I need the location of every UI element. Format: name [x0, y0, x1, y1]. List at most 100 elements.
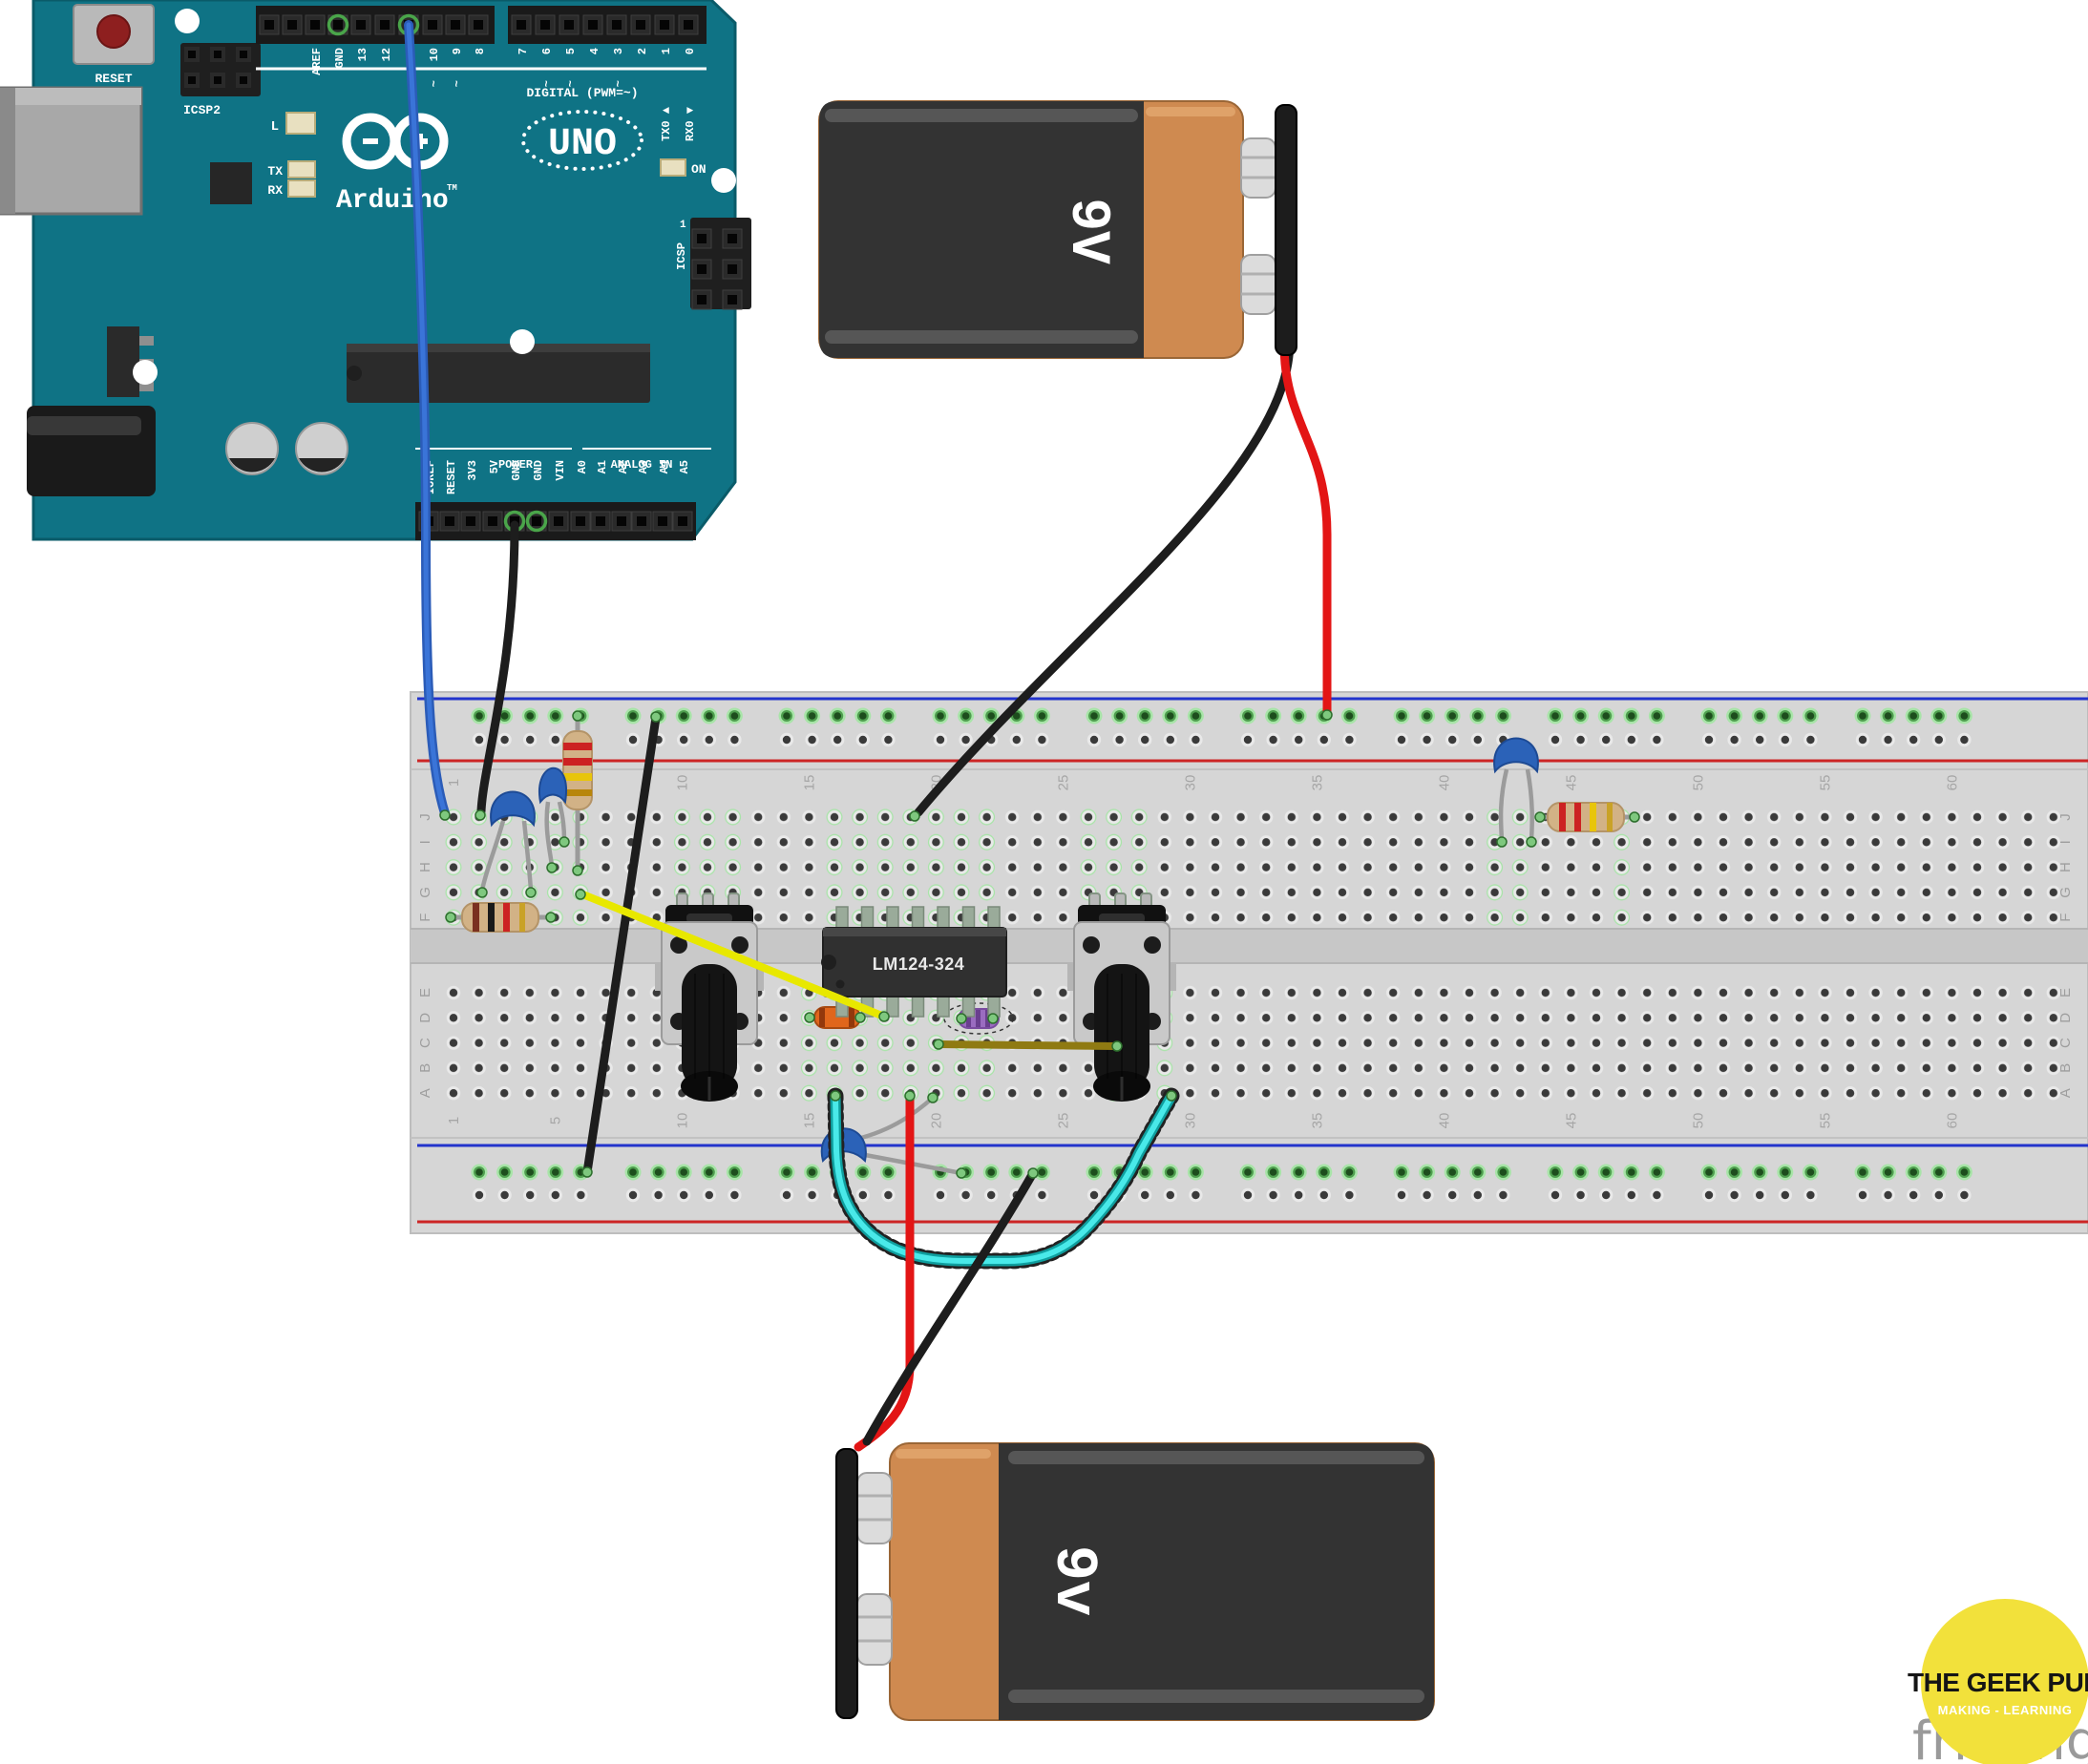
connection-cap — [804, 1012, 815, 1023]
barrel-jack-top — [27, 416, 141, 435]
pin-label: GND — [532, 460, 545, 481]
row-letter: I — [2057, 840, 2074, 844]
band-red — [563, 743, 592, 750]
connection-cap — [956, 1167, 967, 1179]
row-letter: F — [2057, 914, 2074, 922]
battery-top-body-black[interactable] — [819, 101, 1144, 358]
connection-cap — [525, 887, 537, 898]
column-number: 60 — [1944, 775, 1960, 791]
battery-shine — [1008, 1451, 1424, 1464]
resistor-220k-horizontal[interactable] — [1540, 802, 1635, 832]
pin-label: A5 — [678, 460, 691, 473]
battery-9v-top[interactable]: 9V — [818, 100, 1332, 817]
battery-top-label: 9V — [1056, 198, 1118, 264]
analog-label: ANALOG IN — [611, 458, 673, 472]
row-letter: I — [417, 840, 433, 844]
olive-jumper[interactable] — [935, 1040, 1121, 1050]
pin-label: ~ — [612, 80, 625, 87]
row-letter: E — [2057, 988, 2074, 998]
ceramic-capacitor[interactable] — [479, 790, 536, 892]
battery-top-red-wire[interactable] — [1279, 339, 1332, 718]
column-number: 40 — [1436, 775, 1452, 791]
ic-edge — [823, 928, 1006, 936]
reset-button[interactable] — [96, 14, 131, 49]
connection-cap — [1321, 709, 1333, 721]
connection-cap — [878, 1011, 890, 1022]
row-letter: F — [417, 914, 433, 922]
power-rail-holes[interactable] — [471, 707, 1972, 1203]
connection-cap — [1111, 1040, 1123, 1052]
row-letter: D — [417, 1013, 433, 1023]
row-letter: E — [417, 988, 433, 998]
pin-label: ~ — [540, 80, 554, 87]
column-number: 10 — [674, 775, 690, 791]
ceramic-capacitor[interactable] — [538, 766, 568, 867]
row-letter: H — [417, 862, 433, 872]
band-yellow — [1590, 803, 1596, 831]
black-jumper-diagonal[interactable] — [582, 713, 661, 1177]
led-on — [660, 158, 686, 177]
arduino-pcb[interactable] — [32, 0, 737, 541]
arduino-wires — [404, 20, 519, 818]
components: LM124-324 — [451, 716, 1635, 1103]
atmega-dip — [347, 344, 650, 403]
pin-label: 12 — [380, 48, 393, 61]
pin-label: A3 — [637, 460, 650, 473]
battery-bottom-body-black[interactable] — [999, 1443, 1434, 1720]
battery-shine-orange — [896, 1449, 991, 1459]
pin-label: 0 — [684, 48, 697, 54]
logo-title: THE GEEK PUB — [1908, 1668, 2088, 1697]
pin-label: 1 — [660, 48, 673, 54]
icsp-pin1-label: 1 — [680, 220, 686, 231]
battery-9v-bottom[interactable]: 9v — [835, 1442, 1435, 1721]
column-number: 15 — [801, 775, 817, 791]
resistor-1k-horizontal[interactable] — [451, 902, 551, 933]
pin-label: RESET — [445, 460, 458, 494]
band-black — [488, 903, 495, 932]
column-number: 10 — [674, 1113, 690, 1129]
logo-circle — [1921, 1599, 2088, 1764]
connection-cap — [909, 810, 920, 822]
mount-hole — [510, 329, 535, 354]
battery-bottom-black-wire[interactable] — [862, 1168, 1038, 1446]
connection-cap — [559, 836, 570, 848]
row-letter: A — [417, 1088, 433, 1098]
led-l — [285, 112, 316, 135]
row-letter: C — [417, 1038, 433, 1048]
usb-top — [0, 88, 141, 105]
connection-cap — [927, 1092, 939, 1103]
black-wire-gnd[interactable] — [476, 520, 519, 816]
connection-cap — [933, 1039, 944, 1050]
column-number: 50 — [1690, 775, 1706, 791]
mount-hole — [133, 360, 158, 385]
pin-label: RX0 ▼ — [684, 106, 697, 141]
connection-cap — [650, 711, 662, 723]
blue-wire-pin11[interactable] — [406, 22, 448, 816]
band — [966, 1010, 971, 1027]
pin-label: 6 — [540, 48, 554, 54]
geek-pub-logo: THE GEEK PUB MAKING - LEARNING — [1908, 1599, 2088, 1764]
usb-left — [0, 88, 15, 214]
connection-cap — [987, 1013, 999, 1024]
ic-label: LM124-324 — [873, 955, 965, 974]
battery-terminal — [856, 1593, 893, 1666]
sot-transistor — [107, 326, 139, 397]
mount-hole — [175, 9, 200, 33]
band-brown — [473, 903, 479, 932]
sot-lead — [139, 382, 154, 391]
battery-shine — [1008, 1690, 1424, 1703]
band-gold — [563, 789, 592, 796]
connection-cap — [1629, 811, 1640, 823]
connection-cap — [854, 1012, 866, 1023]
battery-terminal — [856, 1472, 893, 1544]
pin-label: 13 — [356, 48, 369, 61]
ic-lm124-324[interactable]: LM124-324 — [821, 906, 1007, 1018]
ceramic-capacitor[interactable] — [1493, 737, 1539, 841]
yellow-jumper[interactable] — [577, 890, 888, 1020]
row-letter: H — [2057, 862, 2074, 872]
resistor-220k-vertical[interactable] — [562, 716, 593, 871]
row-letter: G — [2057, 887, 2074, 898]
row-letter: B — [2057, 1063, 2074, 1073]
small-resistor-orange[interactable] — [810, 1006, 861, 1029]
